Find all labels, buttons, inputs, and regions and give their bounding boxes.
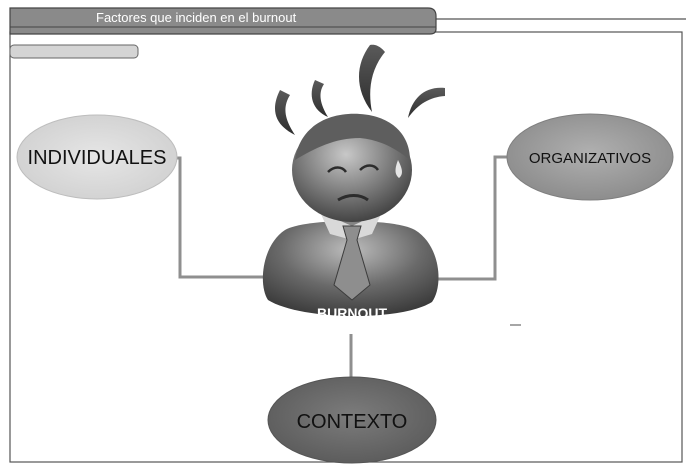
connector-individuales <box>175 156 275 279</box>
center-label: BURNOUT <box>317 305 387 321</box>
connector-organizativos <box>420 155 508 281</box>
node-organizativos-label: ORGANIZATIVOS <box>529 150 651 167</box>
node-individuales: INDIVIDUALES <box>16 114 178 200</box>
stressed-person-icon: BURNOUT <box>262 44 445 321</box>
tie-shape <box>333 225 371 301</box>
node-contexto: CONTEXTO <box>267 376 437 464</box>
title-bar: Factores que inciden en el burnout <box>9 7 437 35</box>
window-title: Factores que inciden en el burnout <box>96 10 297 25</box>
sub-toolbar-bar <box>9 44 139 59</box>
connectors <box>175 155 508 378</box>
node-contexto-label: CONTEXTO <box>297 411 408 433</box>
node-organizativos: ORGANIZATIVOS <box>506 113 674 201</box>
node-individuales-label: INDIVIDUALES <box>28 147 167 169</box>
